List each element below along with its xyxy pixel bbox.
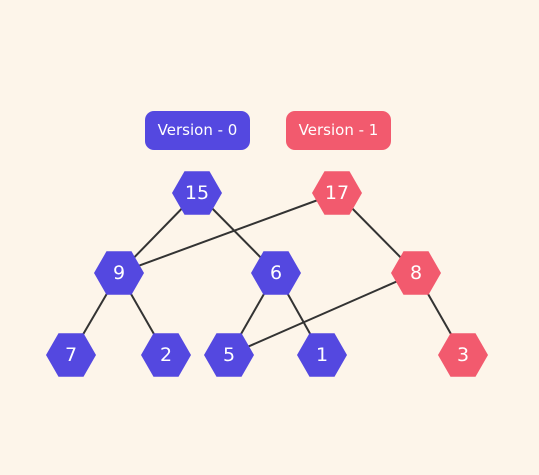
hexagon-node-shape [391, 251, 441, 295]
node-1: 1 [297, 333, 347, 377]
node-9: 9 [94, 251, 144, 295]
hexagon-node-shape [297, 333, 347, 377]
node-label: 6 [270, 262, 282, 284]
node-label: 17 [325, 182, 349, 204]
node-17: 17 [312, 171, 362, 215]
edge-n17-n9 [118, 192, 338, 274]
hexagon-node-shape [251, 251, 301, 295]
node-label: 3 [457, 344, 469, 366]
node-group: 15 9 6 7 2 5 1 17 8 3 [46, 171, 488, 377]
hexagon-node-shape [204, 333, 254, 377]
hexagon-node-shape [94, 251, 144, 295]
node-label: 5 [223, 344, 235, 366]
node-5: 5 [204, 333, 254, 377]
node-2: 2 [141, 333, 191, 377]
version-1-badge: Version - 1 [286, 111, 391, 150]
node-label: 2 [160, 344, 172, 366]
node-7: 7 [46, 333, 96, 377]
node-label: 8 [410, 262, 422, 284]
hexagon-node-shape [141, 333, 191, 377]
node-8: 8 [391, 251, 441, 295]
edge-n8-n5 [228, 272, 417, 356]
node-3: 3 [438, 333, 488, 377]
node-6: 6 [251, 251, 301, 295]
hexagon-node-shape [312, 171, 362, 215]
version-0-badge: Version - 0 [145, 111, 250, 150]
hexagon-node-shape [46, 333, 96, 377]
node-label: 15 [185, 182, 209, 204]
node-label: 7 [65, 344, 77, 366]
node-label: 9 [113, 262, 125, 284]
hexagon-node-shape [172, 171, 222, 215]
hexagon-node-shape [438, 333, 488, 377]
node-label: 1 [316, 344, 328, 366]
node-15: 15 [172, 171, 222, 215]
